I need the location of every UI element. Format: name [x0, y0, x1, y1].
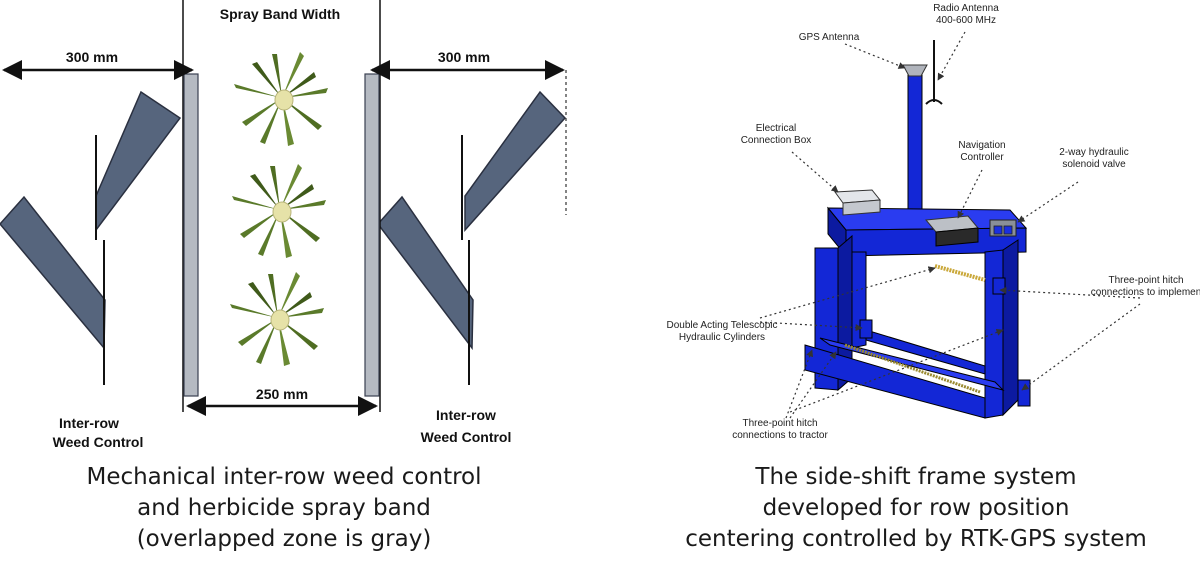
right-blade-assembly [377, 90, 567, 385]
left-caption-line1: Mechanical inter-row weed control [86, 464, 482, 490]
right-overlap-bar [364, 73, 380, 397]
side-shift-frame-diagram: Radio Antenna 400-600 MHz GPS Antenna El… [667, 3, 1200, 441]
weed-right-line2: Weed Control [421, 429, 512, 445]
right-caption-line3: centering controlled by RTK-GPS system [685, 526, 1147, 552]
leader-hitch-impl-1 [999, 286, 1141, 299]
right-upper-blade [464, 90, 567, 232]
leader-hitch-tractor-1 [785, 349, 814, 419]
left-caption-line3: (overlapped zone is gray) [136, 526, 432, 552]
leader-hitch-impl-2 [1021, 303, 1141, 391]
leader-hitch-tractor-2 [789, 351, 837, 419]
right-caption: The side-shift frame system developed fo… [636, 462, 1196, 555]
radio-antenna-label-2: 400-600 MHz [936, 15, 996, 26]
weed-control-diagram: Spray Band Width 300 mm 300 mm 250 mm In… [0, 0, 567, 450]
leader-navigation [957, 169, 983, 219]
right-caption-line2: developed for row position [762, 495, 1070, 521]
hitch-tractor-label-2: connections to tractor [732, 430, 828, 441]
dim-center-label: 250 mm [256, 386, 308, 402]
cylinders-label-1: Double Acting Telescopic [667, 320, 778, 331]
weed-left-line1: Inter-row [59, 415, 119, 431]
hitch-implement-label-2: connections to implemen [1091, 287, 1200, 298]
radio-antenna-label-1: Radio Antenna [933, 3, 999, 14]
leader-solenoid [1017, 181, 1079, 223]
navigation-label-1: Navigation [958, 140, 1005, 151]
electrical-box-label-2: Connection Box [741, 135, 812, 146]
right-lower-blade [377, 195, 474, 351]
plant-middle [231, 163, 327, 259]
left-overlap-bar [183, 73, 199, 397]
navigation-controller-icon [935, 227, 979, 247]
dim-left-label: 300 mm [66, 49, 118, 65]
hitch-bracket-right [992, 277, 1006, 295]
navigation-label-2: Controller [960, 152, 1004, 163]
left-caption-line2: and herbicide spray band [137, 495, 431, 521]
plant-bottom [229, 271, 325, 367]
spray-band-title: Spray Band Width [220, 6, 340, 22]
solenoid-label-1: 2-way hydraulic [1059, 147, 1128, 158]
antenna-mast [907, 74, 923, 226]
leader-electrical [791, 151, 839, 193]
plant-top [233, 51, 329, 147]
hitch-tractor-label-1: Three-point hitch [742, 418, 817, 429]
leader-gps [844, 43, 906, 69]
electrical-box-icon [842, 199, 881, 216]
frame-right-post-front [984, 249, 1004, 419]
solenoid-label-2: solenoid valve [1062, 159, 1126, 170]
hydraulic-cylinder-top [934, 264, 986, 282]
left-lower-blade [0, 195, 106, 351]
blue-side-shift-frame [804, 40, 1031, 419]
callout-leaders [759, 31, 1141, 419]
left-blade-assembly [0, 90, 182, 385]
dim-right-label: 300 mm [438, 49, 490, 65]
left-caption: Mechanical inter-row weed control and he… [4, 462, 564, 555]
radio-antenna-base-icon [925, 99, 943, 105]
gps-antenna-icon [902, 64, 928, 77]
electrical-box-label-1: Electrical [756, 123, 797, 134]
leader-cylinder-2 [759, 321, 863, 332]
leader-cylinder-1 [759, 266, 936, 319]
leader-hitch-tractor-3 [789, 328, 1004, 413]
right-caption-line1: The side-shift frame system [755, 464, 1077, 490]
weed-right-line1: Inter-row [436, 407, 496, 423]
frame-bottom-beam [804, 344, 986, 419]
left-upper-blade [95, 90, 182, 233]
hitch-implement-label-1: Three-point hitch [1108, 275, 1183, 286]
weed-left-line2: Weed Control [53, 434, 144, 450]
cylinders-label-2: Hydraulic Cylinders [679, 332, 765, 343]
hitch-bracket-left [859, 319, 873, 339]
gps-antenna-label: GPS Antenna [799, 32, 860, 43]
leader-radio [937, 31, 966, 81]
